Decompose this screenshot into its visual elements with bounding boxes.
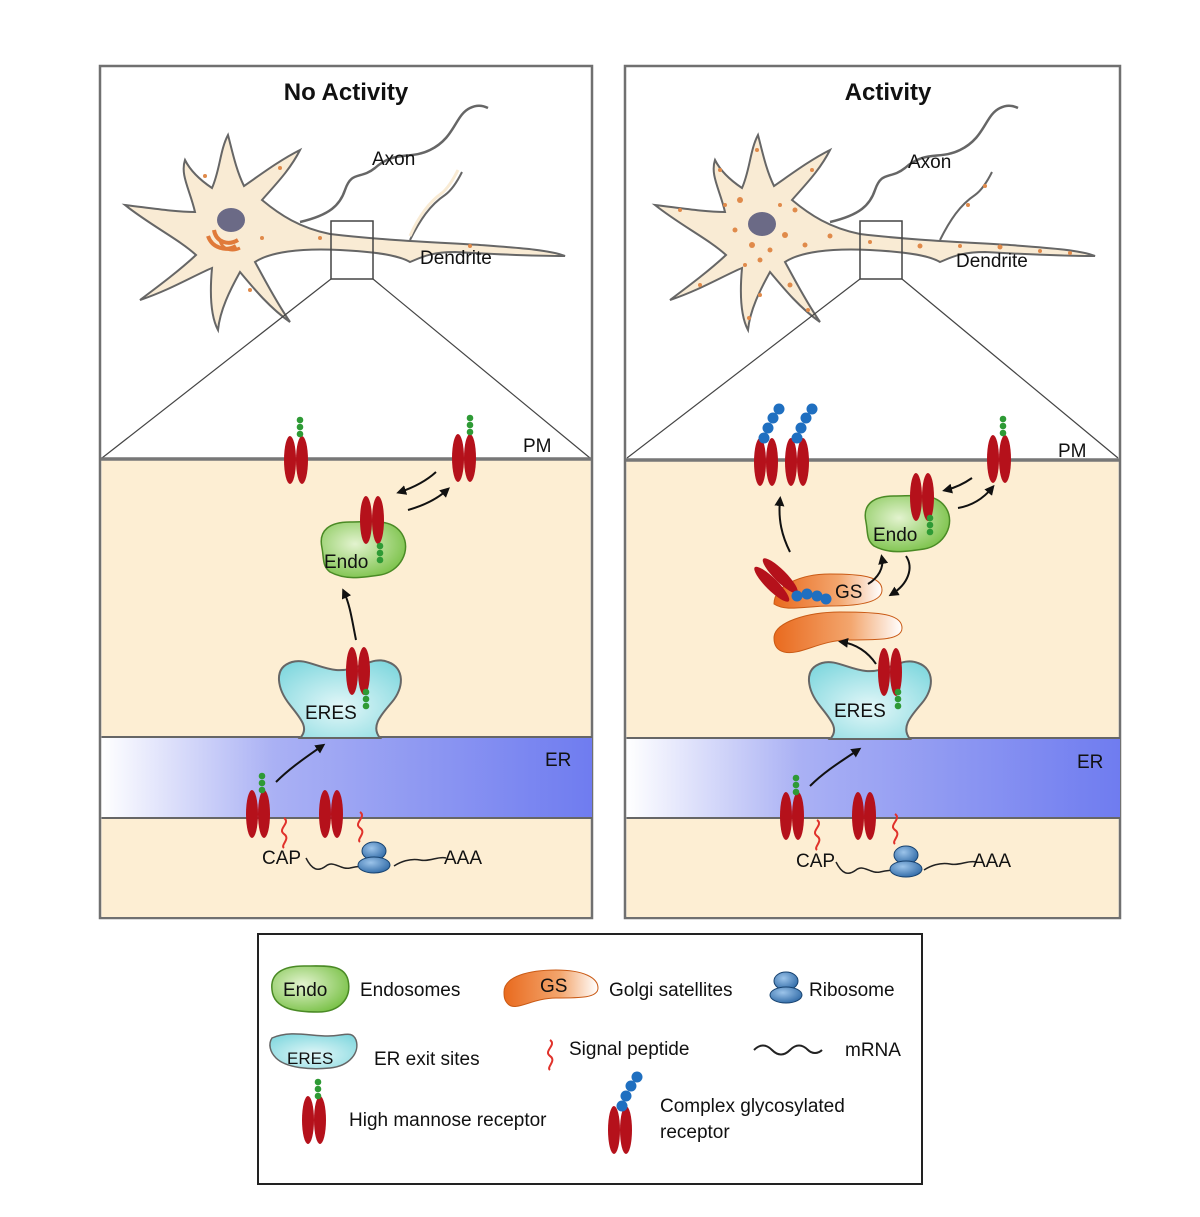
left-er-label: ER bbox=[545, 750, 571, 771]
right-er bbox=[626, 738, 1120, 818]
legend-complex-line1-label: Complex glycosylated bbox=[660, 1096, 845, 1117]
legend: Endo Endosomes GS Golgi satellites Ribos… bbox=[257, 933, 923, 1185]
left-eres bbox=[278, 659, 402, 739]
left-cap-label: CAP bbox=[262, 848, 301, 869]
left-neuron bbox=[121, 104, 566, 334]
legend-eres-icon bbox=[269, 1033, 358, 1070]
legend-endo-icon-label: Endo bbox=[283, 980, 327, 1001]
right-neuron bbox=[651, 104, 1096, 334]
right-eres-label: ERES bbox=[834, 701, 886, 722]
legend-endosomes-label: Endosomes bbox=[360, 980, 460, 1001]
right-gs-label: GS bbox=[835, 582, 862, 603]
right-endo-label: Endo bbox=[873, 525, 917, 546]
left-panel: No Activity Axon Dendrite bbox=[98, 64, 594, 920]
left-eres-label: ERES bbox=[305, 703, 357, 724]
right-er-label: ER bbox=[1077, 752, 1103, 773]
left-golgi bbox=[206, 229, 241, 252]
legend-complex-line2-label: receptor bbox=[660, 1122, 730, 1143]
left-soma bbox=[121, 132, 566, 334]
right-aaa-label: AAA bbox=[973, 851, 1011, 872]
legend-golgi-satellites-label: Golgi satellites bbox=[609, 980, 733, 1001]
left-aaa-label: AAA bbox=[444, 848, 482, 869]
left-axon-label: Axon bbox=[372, 149, 415, 170]
right-golgi-satellites bbox=[773, 573, 903, 654]
legend-gs-icon-label: GS bbox=[540, 976, 567, 997]
legend-eres-icon-label: ERES bbox=[287, 1049, 333, 1068]
right-axon-label: Axon bbox=[908, 152, 951, 173]
left-nucleus bbox=[217, 208, 245, 232]
right-zoom-box bbox=[859, 220, 903, 280]
legend-golgi-icon bbox=[503, 969, 599, 1007]
legend-mrna-icon bbox=[753, 1044, 823, 1056]
right-pm-label: PM bbox=[1058, 441, 1087, 462]
legend-signal-peptide-label: Signal peptide bbox=[569, 1039, 689, 1060]
left-endosome bbox=[320, 520, 407, 579]
left-er bbox=[101, 737, 592, 818]
legend-ribosome-label: Ribosome bbox=[809, 980, 895, 1001]
left-pm-label: PM bbox=[523, 436, 552, 457]
legend-mrna-label: mRNA bbox=[845, 1040, 901, 1061]
left-axon-line bbox=[299, 104, 489, 224]
legend-er-exit-sites-label: ER exit sites bbox=[374, 1049, 480, 1070]
right-panel-title: Activity bbox=[845, 79, 932, 106]
right-cap-label: CAP bbox=[796, 851, 835, 872]
legend-frame bbox=[257, 933, 923, 1185]
legend-signal-peptide-icon bbox=[547, 1039, 554, 1071]
right-dendrite-label: Dendrite bbox=[956, 251, 1028, 272]
left-endo-label: Endo bbox=[324, 552, 368, 573]
legend-endosome-icon bbox=[271, 965, 350, 1013]
left-panel-title: No Activity bbox=[284, 79, 409, 106]
left-dendrite-label: Dendrite bbox=[420, 248, 492, 269]
legend-high-mannose-label: High mannose receptor bbox=[349, 1110, 547, 1131]
left-zoom-box bbox=[330, 220, 374, 280]
right-panel: Activity Axon Dendrite bbox=[623, 64, 1122, 920]
